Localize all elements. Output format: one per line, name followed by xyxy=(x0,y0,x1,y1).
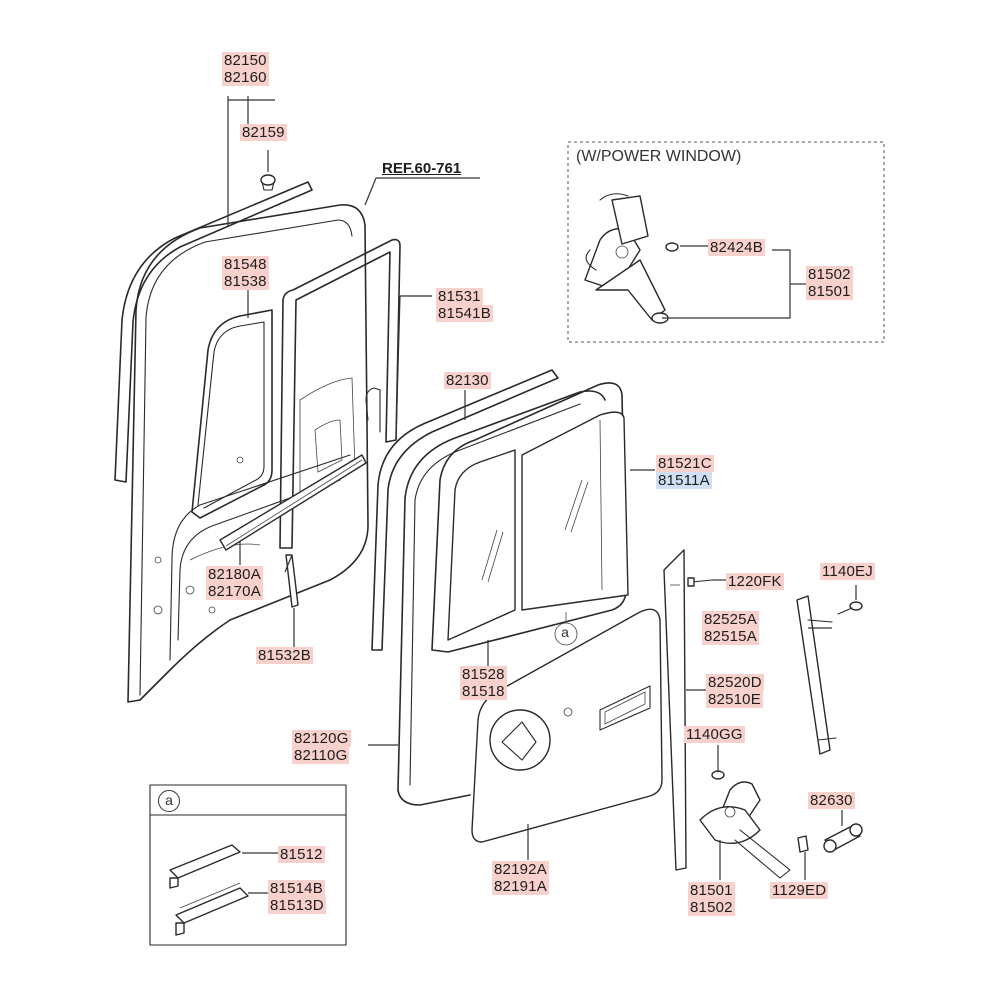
door-sash-run xyxy=(279,238,401,549)
clip-82159 xyxy=(260,174,276,191)
door-trim-panel-82192a xyxy=(471,608,663,843)
handle-82630 xyxy=(823,823,863,853)
callout-82191a: 82191A xyxy=(492,878,549,895)
callout-81502-power: 81502 xyxy=(806,266,853,283)
callout-81501-lower: 81501 xyxy=(688,882,735,899)
callout-81521c: 81521C xyxy=(656,455,714,472)
callout-82525a: 82525A xyxy=(702,611,759,628)
glass-channel-82520d xyxy=(663,549,687,871)
callout-82120g: 82120G xyxy=(292,730,351,747)
callout-81502-lower: 81502 xyxy=(688,899,735,916)
detail-marker: a xyxy=(158,790,180,812)
leader-lines xyxy=(227,96,857,894)
bolt-1129ed xyxy=(797,835,809,853)
bolt-1140gg xyxy=(711,759,725,780)
callout-81518: 81518 xyxy=(460,683,507,700)
door-weatherstrip-82120g xyxy=(397,390,606,806)
callout-81531: 81531 xyxy=(436,288,483,305)
callout-81541b: 81541B xyxy=(436,305,493,322)
callout-82630: 82630 xyxy=(808,792,855,809)
callout-82130: 82130 xyxy=(444,372,491,389)
door-marker: a xyxy=(561,624,569,640)
belt-weatherstrip xyxy=(219,454,367,551)
reference-label: REF.60-761 xyxy=(382,160,462,177)
glass-run-channel xyxy=(191,309,273,519)
callout-82424b: 82424B xyxy=(708,239,765,256)
callout-82180a: 82180A xyxy=(206,566,263,583)
callout-82170a: 82170A xyxy=(206,583,263,600)
callout-1129ed: 1129ED xyxy=(770,882,829,899)
lower-channel xyxy=(285,554,299,608)
callout-81538: 81538 xyxy=(222,273,269,290)
window-regulator-81501 xyxy=(699,781,791,879)
callout-81528: 81528 xyxy=(460,666,507,683)
callout-82192a: 82192A xyxy=(492,861,549,878)
door-glass-run xyxy=(431,382,627,653)
callout-82110g: 82110G xyxy=(292,747,350,764)
callout-1140gg: 1140GG xyxy=(684,726,745,743)
rear-channel-82525a xyxy=(796,595,837,755)
callout-81532b: 81532B xyxy=(256,647,313,664)
callout-81513d: 81513D xyxy=(268,897,326,914)
callout-82150: 82150 xyxy=(222,52,269,69)
power-window-title: (W/POWER WINDOW) xyxy=(576,148,742,165)
callout-81548: 81548 xyxy=(222,256,269,273)
callout-81511a: 81511A xyxy=(656,472,712,489)
callout-82510e: 82510E xyxy=(706,691,763,708)
fixed-glass-81528 xyxy=(447,449,516,641)
callout-1220fk: 1220FK xyxy=(726,573,784,590)
power-window-regulator xyxy=(584,193,679,324)
roof-weatherstrip xyxy=(114,181,313,483)
weatherstrip-detail xyxy=(169,844,249,936)
callout-81512: 81512 xyxy=(278,846,325,863)
callout-81501-power: 81501 xyxy=(806,283,853,300)
outer-door-frame xyxy=(127,204,369,703)
callout-1140ej: 1140EJ xyxy=(820,563,875,580)
callout-82160: 82160 xyxy=(222,69,269,86)
callout-82520d: 82520D xyxy=(706,674,764,691)
callout-82515a: 82515A xyxy=(702,628,759,645)
door-weatherstrip-82130 xyxy=(371,369,559,651)
callout-82159: 82159 xyxy=(240,124,287,141)
screw-1220fk xyxy=(687,577,713,587)
bolt-1140ej xyxy=(837,601,863,615)
sliding-glass-81521c xyxy=(521,411,629,611)
callout-81514b: 81514B xyxy=(268,880,325,897)
